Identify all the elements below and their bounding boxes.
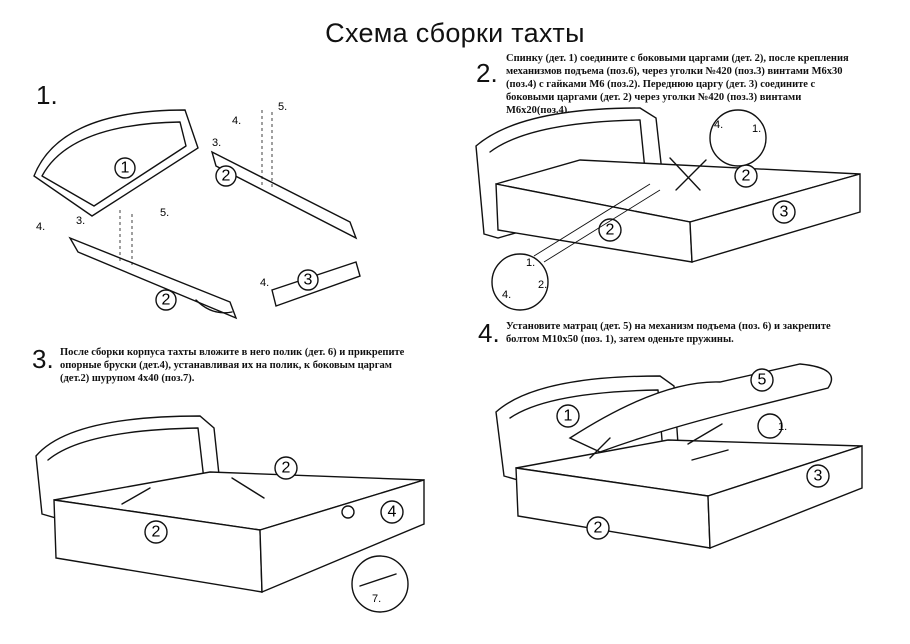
label-s1-a: 1. [526,257,535,269]
label-p2-d: 2 [742,168,751,185]
label-s5-a: 5. [160,207,169,219]
label-p2-a: 2 [162,292,171,309]
step4-frame: 1 5 3 2 1. [495,363,863,550]
label-p3-a: 3 [304,272,313,289]
step-2-number: 2. [476,58,498,88]
step-2-text: Спинку (дет. 1) соедините с боковыми цар… [506,53,849,116]
step-3-text: После сборки корпуса тахты вложите в нег… [60,347,405,384]
label-p1-b: 1 [564,408,573,425]
step2-frame: 2 3 2 1. 2. 4. 1. 4. [475,107,861,311]
label-s4-b: 4. [232,115,241,127]
label-p3-c: 3 [814,468,823,485]
label-p5: 5 [758,372,767,389]
label-s1-b: 1. [752,123,761,135]
detail-callout-right [709,109,767,167]
label-s2-a: 2. [538,279,547,291]
label-p2-b: 2 [222,168,231,185]
step-4-text: Установите матрац (дет. 5) на механизм п… [506,321,831,345]
label-p2-e: 2 [152,524,161,541]
label-s4-c: 4. [260,277,269,289]
page-title: Схема сборки тахты [325,18,585,48]
label-p4: 4 [388,504,397,521]
detail-callout-screw [351,555,409,613]
label-p2-f: 2 [282,460,291,477]
label-p2-c: 2 [606,222,615,239]
label-s4-d: 4. [502,289,511,301]
label-s4-e: 4. [714,119,723,131]
step-4-number: 4. [478,318,500,348]
label-s1-c: 1. [778,421,787,433]
step-1-number: 1. [36,80,58,110]
step1-side-rail-left: 2 3. 4. 5. [36,207,238,320]
label-s3-b: 3. [212,137,221,149]
label-p2-g: 2 [594,520,603,537]
label-s7: 7. [372,593,381,605]
step3-frame: 2 2 4 7. [35,415,425,613]
step1-front-rail: 3 4. [260,261,361,307]
step1-headboard: 1 [33,109,199,217]
label-p1: 1 [121,160,130,177]
label-s4-a: 4. [36,221,45,233]
step-3-number: 3. [32,344,54,374]
label-s3-a: 3. [76,215,85,227]
label-p3-b: 3 [780,204,789,221]
label-s5-b: 5. [278,101,287,113]
step1-side-rail-right: 2 3. 4. 5. [210,101,358,240]
detail-callout-left [491,253,549,311]
